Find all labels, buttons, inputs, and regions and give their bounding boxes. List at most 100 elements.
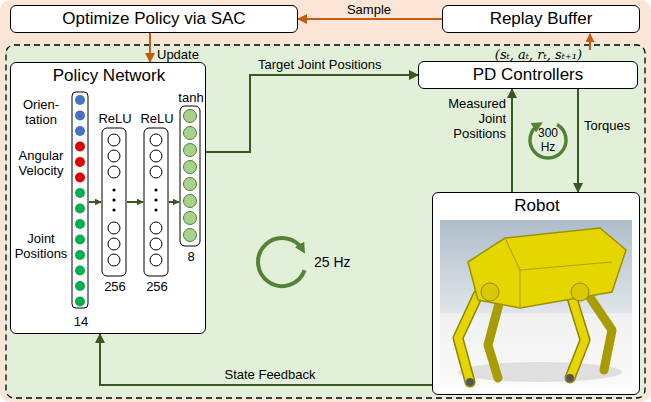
- illustration-rect: [144, 128, 168, 276]
- illustration-circle: [154, 188, 157, 191]
- illustration-g: [75, 95, 85, 307]
- illustration-path: [488, 300, 500, 378]
- label-slot: Update: [157, 47, 217, 62]
- illustration-circle: [75, 188, 85, 198]
- loop-arrow: [530, 124, 566, 158]
- loop-arrow: [258, 238, 305, 286]
- text-slot: ReLU: [137, 111, 177, 126]
- illustration-path: [458, 295, 478, 382]
- illustration-circle: [75, 297, 85, 307]
- connector-label: Target Joint Positions: [258, 57, 418, 72]
- illustration-path: [570, 298, 585, 378]
- illustration-circle: [184, 212, 197, 225]
- input-label: Orien- tation: [12, 97, 70, 127]
- illustration-line: [89, 201, 101, 203]
- text-slot: Orien- tation: [12, 97, 70, 127]
- activation-label: ReLU: [95, 111, 135, 126]
- connector-arrow: [577, 89, 579, 192]
- illustration-circle: [481, 283, 499, 301]
- illustration-circle: [108, 134, 120, 146]
- illustration-circle: [75, 126, 85, 136]
- label-slot: Torques: [584, 118, 644, 133]
- illustration-circle: [75, 95, 85, 105]
- layer-size: 256: [95, 279, 135, 294]
- illustration-circle: [112, 208, 115, 211]
- illustration-circle: [75, 142, 85, 152]
- illustration-path: [458, 295, 478, 382]
- illustration-circle: [184, 195, 197, 208]
- illustration-line: [127, 201, 143, 203]
- illustration-circle: [75, 250, 85, 260]
- illustration-circle: [75, 235, 85, 245]
- illustration-path: [570, 298, 585, 378]
- illustration-rect: [102, 128, 126, 276]
- illustration-circle: [108, 222, 120, 234]
- illustration-rect: [10, 62, 206, 334]
- illustration-circle: [75, 204, 85, 214]
- connector-arrow: [149, 33, 151, 62]
- network-illustration: [10, 62, 206, 334]
- illustration-rect: [432, 192, 640, 395]
- label-slot: State Feedback: [195, 367, 345, 382]
- illustration-g: [112, 188, 115, 211]
- connector-label: Update: [157, 47, 217, 62]
- robot-illustration: [432, 192, 640, 395]
- layer-size: 256: [137, 279, 177, 294]
- text-slot: Angular Velocity: [12, 148, 70, 178]
- illustration-rect: [180, 106, 200, 246]
- illustration-path: [505, 238, 612, 308]
- connector-arrow: [511, 89, 513, 192]
- illustration-line: [169, 201, 179, 203]
- illustration-rect: [440, 220, 632, 388]
- connector-arrow: [100, 334, 432, 385]
- text-slot: Robot: [433, 196, 641, 216]
- process-box: Optimize Policy via SAC: [10, 5, 298, 33]
- illustration-circle: [108, 238, 120, 250]
- illustration-circle: [75, 111, 85, 121]
- rate-label: 25 Hz: [314, 254, 370, 271]
- illustration-circle: [108, 150, 120, 162]
- illustration-circle: [150, 150, 162, 162]
- illustration-circle: [108, 254, 120, 266]
- box-title: Robot: [433, 196, 641, 216]
- illustration-circle: [150, 222, 162, 234]
- connector-label: Sample: [336, 2, 402, 17]
- illustration-circle: [75, 173, 85, 183]
- illustration-circle: [184, 110, 197, 123]
- illustration-circle: [150, 238, 162, 250]
- label-slot: 25 Hz: [314, 254, 370, 271]
- illustration-circle: [150, 254, 162, 266]
- illustration-circle: [150, 134, 162, 146]
- connector-label: Torques: [584, 118, 644, 133]
- text-slot: 8: [173, 249, 209, 264]
- illustration-circle: [184, 229, 197, 242]
- illustration-circle: [108, 166, 120, 178]
- label-slot: Target Joint Positions: [258, 57, 418, 72]
- controller-box: PD Controllers: [418, 61, 638, 89]
- text-slot: ReLU: [95, 111, 135, 126]
- illustration-rect: [72, 92, 88, 308]
- connector-arrow: [298, 18, 442, 20]
- illustration-circle: [184, 161, 197, 174]
- storage-box: Replay Buffer: [442, 5, 640, 33]
- label-slot: 300 Hz: [530, 126, 566, 154]
- input-label: Angular Velocity: [12, 148, 70, 178]
- activation-label: ReLU: [137, 111, 177, 126]
- illustration-g: [154, 188, 157, 211]
- illustration-circle: [184, 144, 197, 157]
- illustration-circle: [154, 208, 157, 211]
- illustration-g: [108, 134, 120, 266]
- box-title: Optimize Policy via SAC: [62, 9, 245, 29]
- box-title: Replay Buffer: [490, 9, 593, 29]
- text-slot: Policy Network: [11, 66, 207, 86]
- connector-label: State Feedback: [195, 367, 345, 382]
- activation-label: tanh: [173, 90, 209, 105]
- illustration-ellipse: [458, 362, 622, 382]
- layer-size: 8: [173, 249, 209, 264]
- box-title: Policy Network: [11, 66, 207, 86]
- illustration-circle: [75, 266, 85, 276]
- text-slot: 256: [137, 279, 177, 294]
- illustration-circle: [112, 188, 115, 191]
- illustration-circle: [184, 178, 197, 191]
- label-slot: Measured Joint Positions: [436, 96, 506, 141]
